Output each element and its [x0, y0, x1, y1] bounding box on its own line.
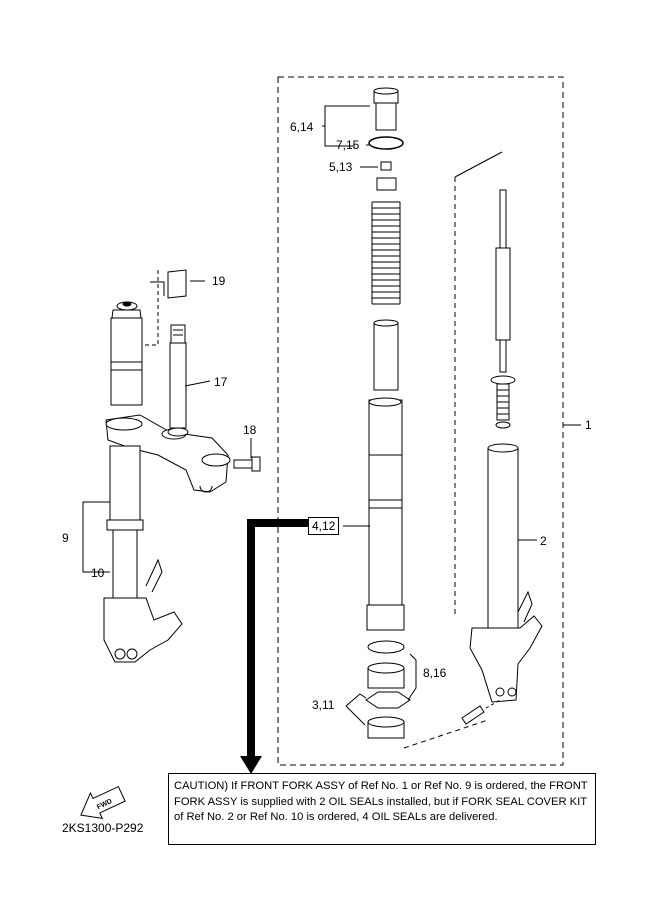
callout-4-12: 4,12	[308, 517, 340, 535]
o-ring	[368, 136, 404, 150]
bottom-bolt	[461, 705, 485, 725]
callout-17: 17	[214, 375, 228, 389]
callout-19: 19	[212, 274, 226, 288]
callout-5-13: 5,13	[329, 160, 353, 174]
pointer-arrow	[247, 519, 310, 758]
fork-spring	[371, 201, 401, 305]
spring-seat	[376, 177, 397, 191]
cap-bolt	[373, 87, 399, 131]
callout-7-15: 7,15	[336, 138, 360, 152]
damper-rod	[490, 189, 516, 429]
spacer	[373, 322, 399, 391]
callout-10: 10	[91, 566, 105, 580]
callout-9: 9	[62, 531, 69, 545]
nut	[380, 161, 392, 171]
diagram-code: 2KS1300-P292	[62, 821, 144, 835]
bolt	[233, 456, 261, 472]
callout-1: 1	[585, 418, 592, 432]
steering-stem	[167, 324, 189, 437]
rod-washer	[495, 421, 511, 429]
assembled-fork	[103, 301, 231, 663]
callout-3-11: 3,11	[312, 698, 335, 712]
collar	[167, 269, 187, 299]
clip	[365, 691, 411, 709]
outer-tube	[469, 443, 543, 703]
caution-note: CAUTION) If FRONT FORK ASSY of Ref No. 1…	[168, 773, 596, 845]
exploded-view-frame	[277, 76, 564, 766]
callout-2: 2	[540, 534, 547, 548]
callout-6-14: 6,14	[290, 120, 314, 134]
callout-8-16: 8,16	[423, 666, 447, 680]
fwd-arrow-icon	[80, 785, 126, 820]
dust-seal	[367, 640, 405, 654]
inner-tube	[366, 397, 405, 631]
callout-18: 18	[243, 423, 257, 437]
